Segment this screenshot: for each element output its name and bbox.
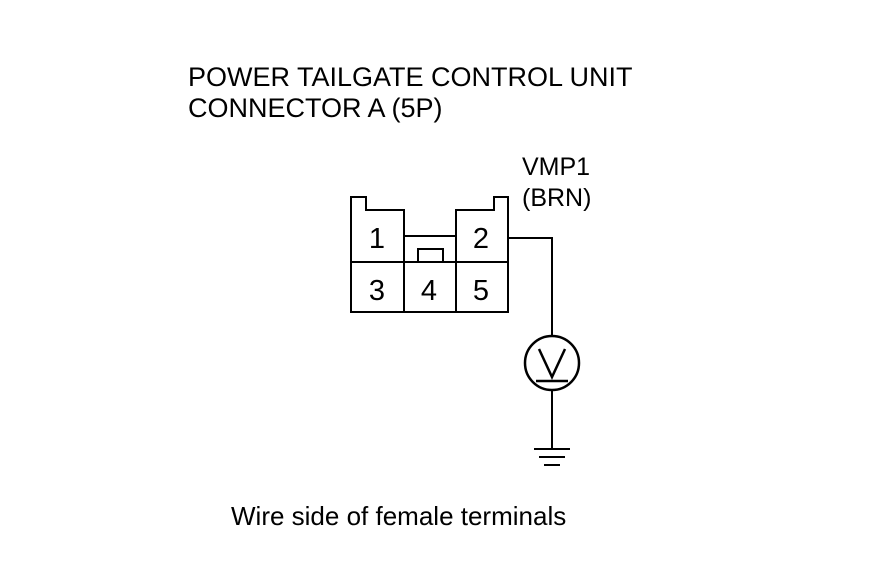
pin-5: 5 <box>473 275 489 307</box>
voltmeter-icon <box>523 334 581 392</box>
title-line-2: CONNECTOR A (5P) <box>188 93 443 123</box>
title-line-1: POWER TAILGATE CONTROL UNIT <box>188 62 633 92</box>
connector: 1 2 3 4 5 <box>350 196 509 313</box>
wire-name: VMP1 <box>522 153 590 181</box>
caption: Wire side of female terminals <box>231 501 566 531</box>
pin-1: 1 <box>369 223 385 255</box>
pin-3: 3 <box>369 275 385 307</box>
connector-lock-tab <box>417 248 444 262</box>
ground-icon <box>534 448 570 466</box>
pin-4: 4 <box>421 275 437 307</box>
wire-color: (BRN) <box>522 184 591 212</box>
pin-2: 2 <box>473 223 489 255</box>
probe-wire <box>508 237 553 336</box>
